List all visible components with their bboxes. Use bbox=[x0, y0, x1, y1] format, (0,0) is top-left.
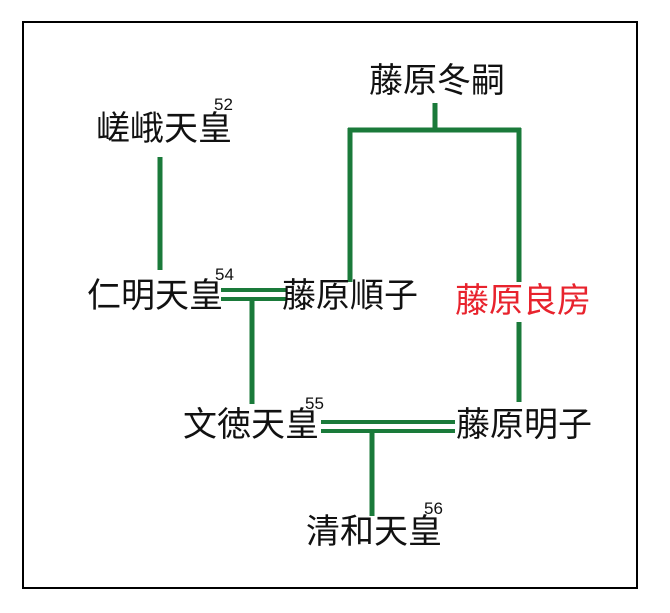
node-akirakeiko: 藤原明子 bbox=[456, 405, 592, 445]
reign-number-saga: 52 bbox=[214, 95, 233, 114]
diagram-frame bbox=[22, 21, 638, 589]
node-junshi: 藤原順子 bbox=[282, 276, 418, 316]
reign-number-seiwa: 56 bbox=[424, 499, 443, 518]
reign-number-montoku: 55 bbox=[305, 394, 324, 413]
node-saga: 嵯峨天皇 bbox=[96, 109, 232, 149]
node-ninmyo: 仁明天皇 bbox=[87, 276, 223, 316]
node-yoshifusa: 藤原良房 bbox=[455, 281, 591, 321]
node-montoku: 文徳天皇 bbox=[183, 405, 319, 445]
node-seiwa: 清和天皇 bbox=[306, 512, 442, 552]
reign-number-ninmyo: 54 bbox=[215, 265, 234, 284]
node-fuyutsugu: 藤原冬嗣 bbox=[369, 61, 505, 101]
